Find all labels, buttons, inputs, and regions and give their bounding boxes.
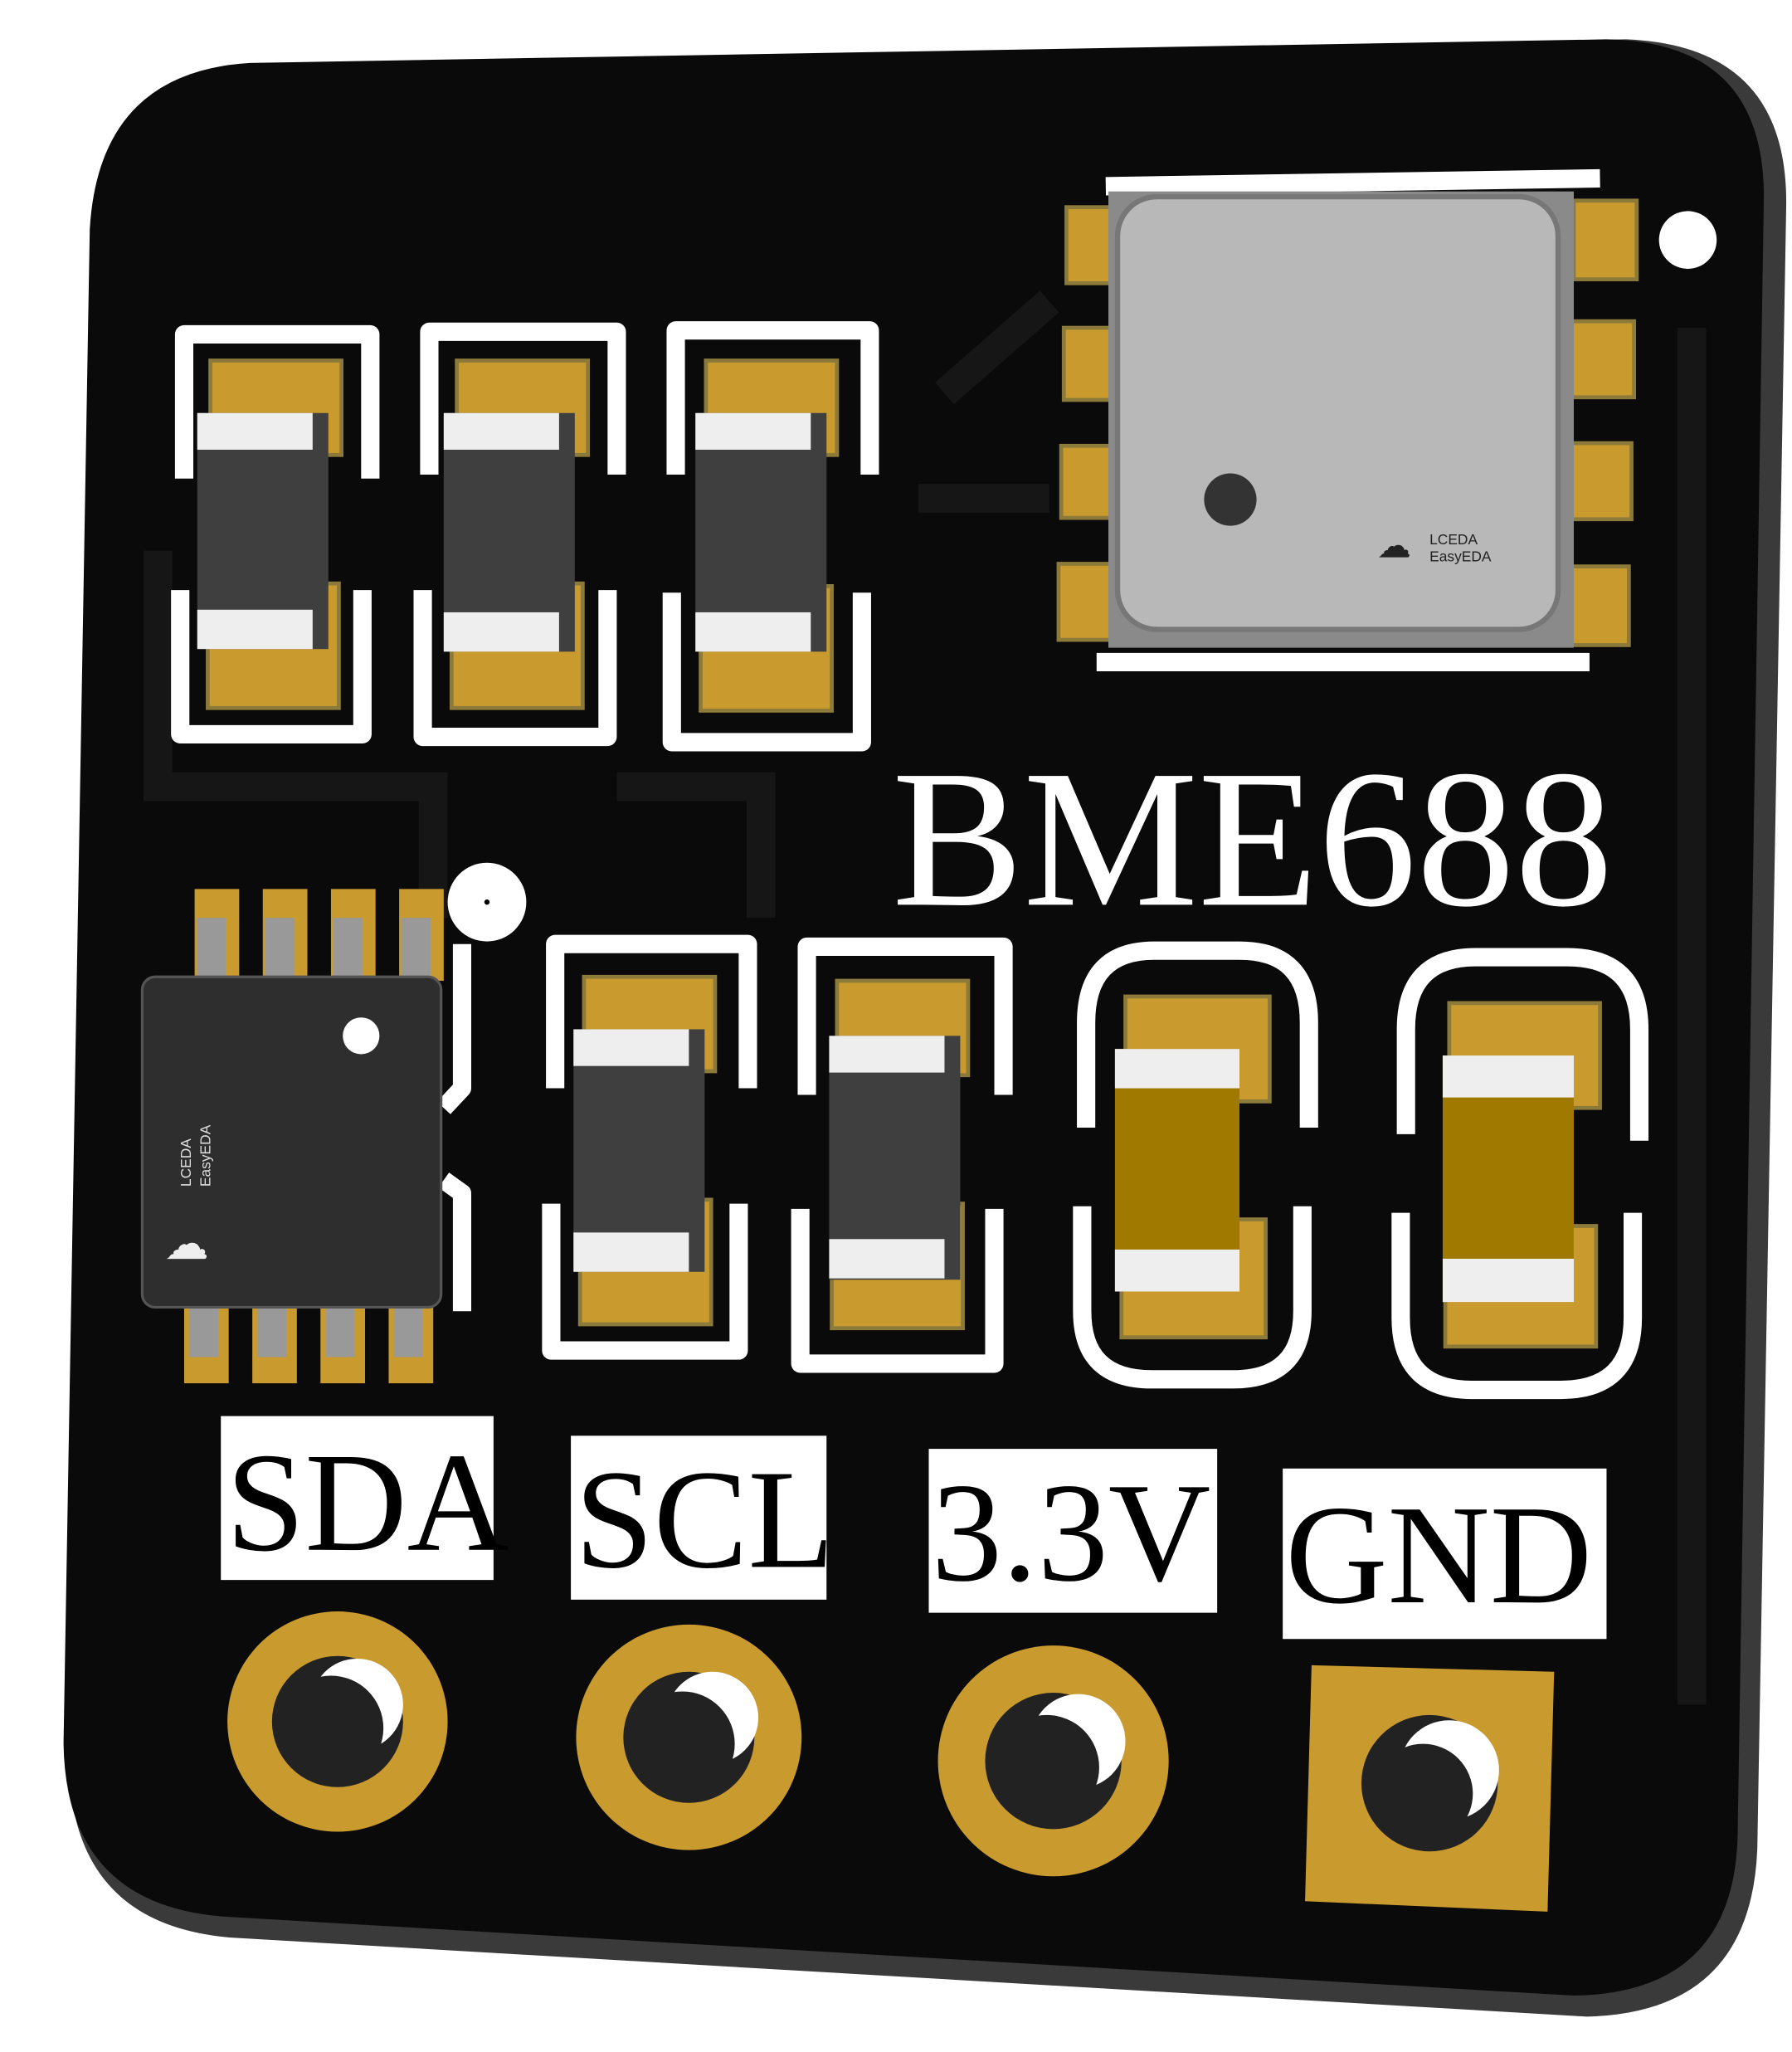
pin-label-sda: SDA [226,1424,509,1581]
pin-hole-sda[interactable] [227,1611,448,1832]
pin-label-scl: SCL [575,1440,835,1597]
sensor-logo-line2: EasyEDA [1429,548,1492,564]
sensor-logo-line1: LCEDA [1429,531,1478,548]
bme688-sensor: ☁ LCEDA EasyEDA [1056,168,1717,672]
fiducial [1658,211,1717,269]
pin-label-gnd: GND [1285,1476,1592,1633]
ic-cloud-icon: ☁ [164,1219,209,1269]
resistor [662,321,879,752]
board-title: BME688 [892,730,1613,948]
pin-label-3v3: 3.3V [932,1454,1211,1611]
ic-chip: LCEDA EasyEDA ☁ [140,862,527,1384]
resistor [171,324,380,743]
pin-hole-3v3[interactable] [937,1645,1169,1877]
pin-hole-gnd[interactable] [1305,1665,1555,1912]
sensor-lid [1114,193,1561,632]
header-pins [227,1611,1555,1912]
resistor [542,934,757,1360]
pin1-marker [343,1017,380,1055]
capacitor [1073,941,1318,1389]
pin-labels: SDA SCL 3.3V GND [221,1416,1607,1640]
capacitor [1391,948,1649,1400]
ic-logo-line2: EasyEDA [197,1124,214,1187]
resistor [413,322,626,747]
pin1-marker [1204,473,1257,526]
pin-hole-scl[interactable] [576,1624,802,1850]
resistor [791,937,1013,1373]
traces [143,290,1707,1705]
sensor-cloud-icon: ☁ [1377,527,1411,565]
ic-logo-line1: LCEDA [178,1138,194,1187]
resistor-row-top [171,321,879,752]
resistor-row-bottom [542,934,1649,1400]
